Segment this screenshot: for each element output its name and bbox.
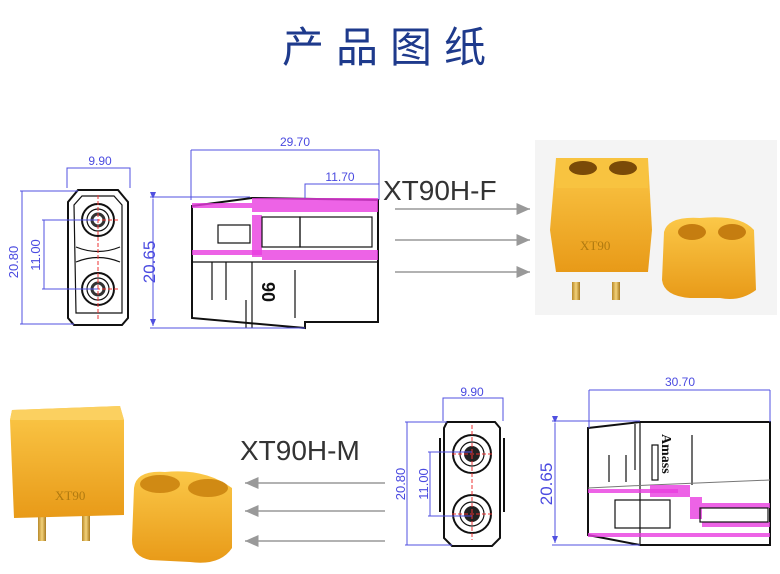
male-front-width-dim: 9.90 [460, 385, 484, 399]
page-title: 产品图纸 [282, 23, 498, 72]
female-side-insert-dim: 11.70 [325, 170, 354, 184]
male-side-height-dim: 20.65 [537, 463, 556, 506]
female-front-pitch-dim: 11.00 [28, 239, 43, 271]
female-side-view: 90 29.70 11.70 20.65 [140, 135, 380, 330]
female-front-height-dim: 20.80 [6, 246, 21, 279]
female-model-label: XT90H-F [383, 175, 497, 206]
male-model-label: XT90H-M [240, 435, 360, 466]
male-front-pitch-dim: 11.00 [416, 468, 431, 500]
female-side-height-dim: 20.65 [140, 241, 159, 284]
female-side-marking: 90 [258, 282, 278, 302]
male-front-view: 9.90 20.80 11.00 [393, 385, 505, 547]
male-arrows [245, 477, 385, 547]
female-front-width-dim: 9.90 [88, 154, 112, 168]
male-product-photo: XT90 [10, 406, 232, 563]
female-side-length-dim: 29.70 [280, 135, 310, 149]
female-photo-marking: XT90 [580, 238, 610, 253]
male-side-marking: Amass [658, 434, 673, 474]
male-photo-marking: XT90 [55, 488, 85, 503]
male-front-height-dim: 20.80 [393, 468, 408, 501]
female-arrows [395, 203, 530, 278]
male-side-length-dim: 30.70 [665, 375, 695, 389]
female-product-photo: XT90 [535, 140, 777, 315]
male-side-view: Amass 30.70 20.65 [537, 375, 771, 546]
female-front-view: 9.90 20.80 11.00 [6, 154, 131, 326]
